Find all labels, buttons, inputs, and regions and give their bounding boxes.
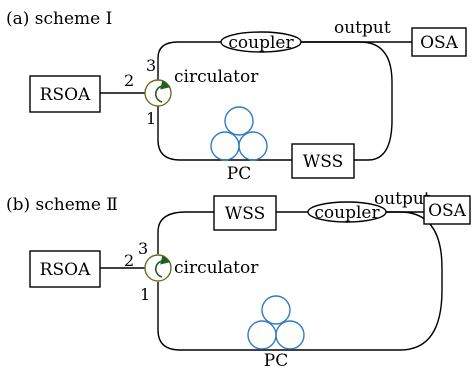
panel-b-circulator-label: circulator [174,258,259,278]
panel-a-pc-label: PC [227,164,251,184]
panel-b-port-2: 2 [124,251,134,270]
panel-b-output-label: output [374,189,431,209]
panel-a-pc-coil-icon [210,106,268,161]
panel-a-circulator-arrow [154,80,171,103]
panel-a-osa-box [411,27,467,57]
panel-a-circulator [144,79,172,107]
panel-b-circulator [144,254,172,282]
panel-a-port-1: 1 [146,109,156,128]
panel-b-fiber-ring [157,211,443,351]
panel-b-coupler-label: coupler [314,203,380,223]
panel-a: (a) scheme Ⅰ RSOA coupler output OSA cir… [6,9,467,184]
panel-b-wss-label: WSS [225,204,265,224]
panel-a-port-2: 2 [124,71,134,90]
panel-a-coupler-label: coupler [228,33,294,53]
panel-a-rsoa-label: RSOA [40,85,91,105]
panel-b-title: (b) scheme Ⅱ [6,195,118,215]
panel-b-port-3: 3 [138,239,148,258]
panel-a-coupler [220,31,302,53]
panel-b-rsoa-box [29,250,101,288]
panel-a-osa-label: OSA [420,33,459,53]
panel-b-rsoa-label: RSOA [40,260,91,280]
panel-a-output-label: output [334,18,391,38]
panel-b-wss-box [213,195,277,231]
panel-b-osa-box [423,195,471,225]
panel-b: (b) scheme Ⅱ RSOA WSS coupler output OSA… [6,189,471,368]
panel-a-fiber-ring [157,41,393,161]
panel-b-osa-label: OSA [428,201,467,221]
panel-a-title: (a) scheme Ⅰ [6,9,112,29]
panel-a-circulator-label: circulator [174,67,259,87]
panel-a-rsoa-box [29,75,101,113]
panel-b-port-1: 1 [140,285,150,304]
panel-b-pc-label: PC [264,351,288,368]
panel-b-coupler [307,201,387,223]
panel-a-port-3: 3 [146,56,156,75]
panel-b-circulator-arrow [154,255,171,278]
panel-a-wss-label: WSS [303,152,343,172]
panel-b-pc-coil-icon [247,295,305,350]
panel-a-wss-box [291,143,355,179]
